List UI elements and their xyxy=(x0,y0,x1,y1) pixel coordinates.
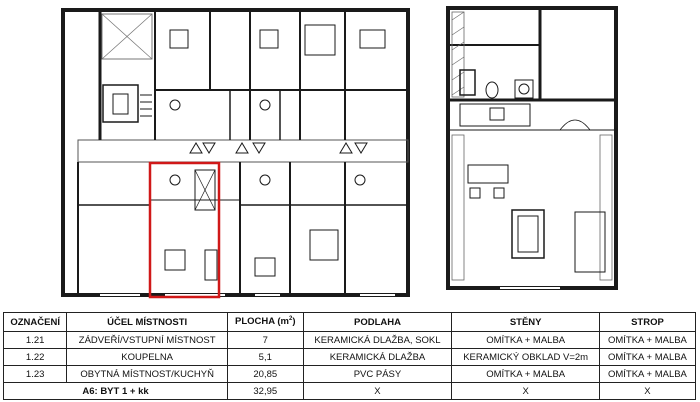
cell-area: 5,1 xyxy=(227,348,304,366)
cell-walls: OMÍTKA + MALBA xyxy=(451,331,600,349)
apartment-detail-plan xyxy=(446,6,618,290)
cell-code: 1.23 xyxy=(2,365,68,383)
table-row: 1.21 ZÁDVEŘÍ/VSTUPNÍ MÍSTNOST 7 KERAMICK… xyxy=(2,331,697,349)
cell-floor: PVC PÁSY xyxy=(302,365,453,383)
table-header-row: OZNAČENÍ ÚČEL MÍSTNOSTI PLOCHA (m2) PODL… xyxy=(2,312,697,332)
table-row: 1.22 KOUPELNA 5,1 KERAMICKÁ DLAŽBA KERAM… xyxy=(2,348,697,366)
building-floor-plan xyxy=(61,8,410,297)
cell-area: 20,85 xyxy=(227,365,304,383)
cell-purpose: ZÁDVEŘÍ/VSTUPNÍ MÍSTNOST xyxy=(66,331,229,349)
table-row: 1.23 OBYTNÁ MÍSTNOST/KUCHYŇ 20,85 PVC PÁ… xyxy=(2,365,697,383)
cell-code: 1.22 xyxy=(2,348,68,366)
header-ceiling: STROP xyxy=(598,312,697,332)
header-purpose: ÚČEL MÍSTNOSTI xyxy=(66,312,229,332)
cell-ceiling: OMÍTKA + MALBA xyxy=(598,365,697,383)
cell-area: 7 xyxy=(227,331,304,349)
highlighted-apartment xyxy=(148,161,221,299)
header-area-prefix: PLOCHA (m xyxy=(235,316,290,328)
cell-ceiling: OMÍTKA + MALBA xyxy=(598,331,697,349)
room-schedule-table: OZNAČENÍ ÚČEL MÍSTNOSTI PLOCHA (m2) PODL… xyxy=(2,312,697,400)
total-ceiling: X xyxy=(598,382,697,400)
total-floor: X xyxy=(302,382,453,400)
cell-purpose: OBYTNÁ MÍSTNOST/KUCHYŇ xyxy=(66,365,229,383)
total-area: 32,95 xyxy=(227,382,304,400)
cell-walls: OMÍTKA + MALBA xyxy=(451,365,600,383)
cell-purpose: KOUPELNA xyxy=(66,348,229,366)
header-area: PLOCHA (m2) xyxy=(227,312,304,332)
cell-floor: KERAMICKÁ DLAŽBA, SOKL xyxy=(302,331,453,349)
cell-code: 1.21 xyxy=(2,331,68,349)
header-area-suffix: ) xyxy=(292,316,296,328)
header-area-sup: 2 xyxy=(289,316,293,323)
cell-floor: KERAMICKÁ DLAŽBA xyxy=(302,348,453,366)
header-walls: STĚNY xyxy=(451,312,600,332)
header-code: OZNAČENÍ xyxy=(2,312,68,332)
cell-walls: KERAMICKÝ OBKLAD V=2m xyxy=(451,348,600,366)
header-floor: PODLAHA xyxy=(302,312,453,332)
cell-ceiling: OMÍTKA + MALBA xyxy=(598,348,697,366)
total-label: A6: BYT 1 + kk xyxy=(2,382,229,400)
table-total-row: A6: BYT 1 + kk 32,95 X X X xyxy=(2,382,697,400)
total-walls: X xyxy=(451,382,600,400)
floor-plans xyxy=(61,6,618,299)
